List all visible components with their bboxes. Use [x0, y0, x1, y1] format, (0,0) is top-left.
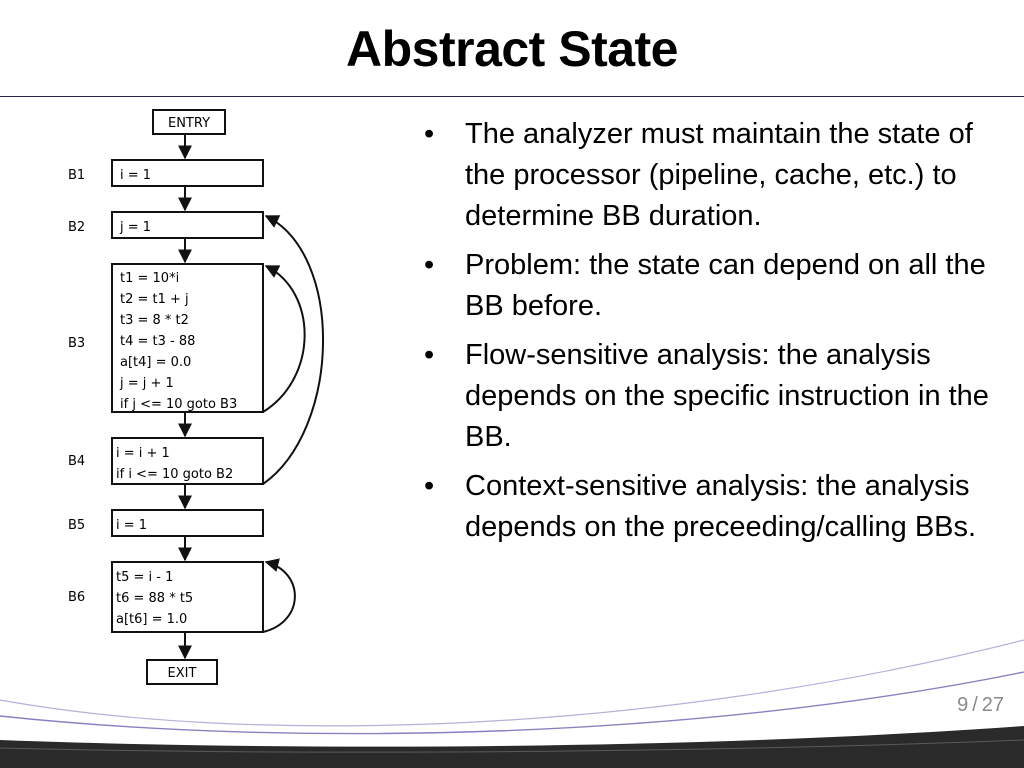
b3-line-1: t1 = 10*i: [120, 271, 179, 286]
bullet-text: Flow-sensitive analysis: the analysis de…: [465, 339, 989, 453]
b6-line-1: t5 = i - 1: [116, 570, 173, 585]
b4-line-1: i = i + 1: [116, 446, 170, 461]
block-b3: B3 t1 = 10*i t2 = t1 + j t3 = 8 * t2 t4 …: [68, 263, 264, 413]
bullet-marker: •: [424, 339, 435, 371]
edge-b3-loop: [262, 265, 306, 413]
b3-line-3: t3 = 8 * t2: [120, 313, 189, 328]
edge-b6-loop: [262, 558, 296, 633]
b3-line-2: t2 = t1 + j: [120, 292, 189, 307]
bullet-item: • Context-sensitive analysis: the analys…: [422, 466, 1002, 548]
block-label-b5: B5: [68, 518, 85, 533]
b4-line-2: if i <= 10 goto B2: [116, 467, 233, 482]
bullet-item: • Flow-sensitive analysis: the analysis …: [422, 335, 1002, 458]
block-b5: B5 i = 1: [68, 509, 264, 537]
b6-line-3: a[t6] = 1.0: [116, 612, 187, 627]
b3-line-4: t4 = t3 - 88: [120, 334, 195, 349]
block-label-b4: B4: [68, 454, 85, 469]
bullet-text: Problem: the state can depend on all the…: [465, 249, 986, 322]
bullet-list: • The analyzer must maintain the state o…: [422, 114, 1002, 556]
control-flow-graph: ENTRY B1 i = 1 B2 j = 1 B3 t1 = 10*i t2 …: [68, 109, 324, 685]
block-b2: B2 j = 1: [68, 211, 264, 239]
b3-line-7: if j <= 10 goto B3: [120, 397, 237, 412]
edge-b4-b2: [262, 215, 324, 485]
entry-node: ENTRY: [152, 109, 226, 135]
b6-line-2: t6 = 88 * t5: [116, 591, 193, 606]
block-b6: B6 t5 = i - 1 t6 = 88 * t5 a[t6] = 1.0: [68, 561, 264, 633]
entry-label: ENTRY: [168, 116, 210, 131]
page-number: 9/27: [957, 694, 1004, 717]
block-label-b6: B6: [68, 590, 85, 605]
bullet-marker: •: [424, 249, 435, 281]
b1-line-1: i = 1: [120, 168, 151, 183]
exit-label: EXIT: [168, 666, 197, 681]
b2-line-1: j = 1: [119, 220, 151, 235]
bullet-marker: •: [424, 470, 435, 502]
block-b4: B4 i = i + 1 if i <= 10 goto B2: [68, 437, 264, 485]
block-b1: B1 i = 1: [68, 159, 264, 187]
block-label-b1: B1: [68, 168, 85, 183]
b3-line-6: j = j + 1: [119, 376, 174, 391]
block-label-b3: B3: [68, 336, 85, 351]
bullet-item: • Problem: the state can depend on all t…: [422, 245, 1002, 327]
bullet-item: • The analyzer must maintain the state o…: [422, 114, 1002, 237]
title-divider: [0, 96, 1024, 97]
b5-line-1: i = 1: [116, 518, 147, 533]
exit-node: EXIT: [146, 659, 218, 685]
page-total: 27: [981, 694, 1004, 716]
slide-title: Abstract State: [346, 21, 679, 77]
bullet-text: The analyzer must maintain the state of …: [465, 118, 973, 232]
b3-line-5: a[t4] = 0.0: [120, 355, 191, 370]
page-current: 9: [957, 694, 969, 716]
bullet-text: Context-sensitive analysis: the analysis…: [465, 470, 977, 543]
page-separator: /: [972, 694, 978, 716]
block-label-b2: B2: [68, 220, 85, 235]
bullet-marker: •: [424, 118, 435, 150]
